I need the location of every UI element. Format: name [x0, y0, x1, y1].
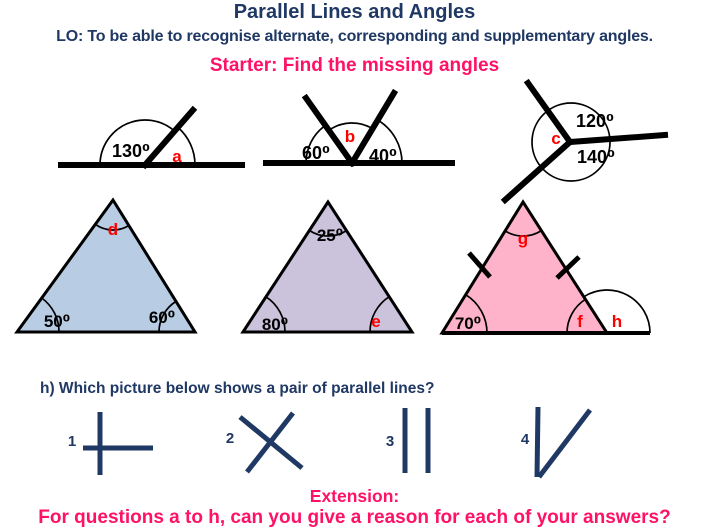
angle-label-h: h [612, 312, 622, 331]
bottom-left-arc [265, 296, 286, 333]
picture-2-x-cross: 2 [226, 411, 304, 474]
picture-number: 4 [521, 431, 530, 448]
angle-label-b: b [345, 127, 355, 146]
triangle-blue: d 50⁰ 60⁰ [14, 197, 198, 334]
picture-1-perpendicular-cross: 1 [68, 412, 153, 475]
angle-label-120: 120⁰ [576, 111, 614, 131]
exterior-arc [583, 289, 651, 334]
angle-arc-a [177, 126, 196, 166]
left-side-tick-mark [467, 251, 492, 279]
angle-label-80: 80⁰ [262, 315, 288, 334]
apex-arc [504, 229, 542, 237]
picture-number: 3 [386, 433, 394, 450]
starter-heading: Starter: Find the missing angles [209, 55, 500, 76]
triangle-pink: g 70⁰ f h [439, 199, 651, 335]
angle-label-70: 70⁰ [455, 314, 481, 333]
apex-arc [94, 223, 130, 231]
angle-arc-130 [99, 119, 176, 166]
angle-label-140: 140⁰ [577, 147, 615, 167]
angle-label-d: d [108, 220, 118, 239]
angle-label-130: 130⁰ [112, 141, 150, 161]
angle-diagram-a: 130⁰ a [58, 105, 245, 170]
vertical-line [534, 406, 541, 478]
angle-label-a: a [172, 147, 182, 166]
angle-diagram-b: 60⁰ b 40⁰ [263, 88, 455, 168]
angle-arc-60 [305, 124, 326, 164]
bottom-left-arc [41, 297, 60, 333]
bottom-right-arc [369, 295, 390, 333]
angle-label-50: 50⁰ [44, 312, 70, 331]
angle-label-40: 40⁰ [369, 146, 397, 166]
right-side-tick-mark [555, 255, 581, 280]
learning-objective: LO: To be able to recognise alternate, c… [56, 28, 653, 45]
triangle-purple: 25⁰ 80⁰ e [240, 199, 415, 334]
picture-number: 1 [68, 433, 76, 450]
bottom-left-arc [465, 293, 488, 334]
ray [140, 105, 198, 170]
triangle-shape [240, 199, 415, 334]
diagonal-line-2 [245, 411, 295, 474]
angle-diagram-c: 120⁰ c 140⁰ [500, 78, 669, 205]
picture-4-vertical-and-diagonal: 4 [521, 406, 592, 479]
angle-label-60: 60⁰ [149, 308, 175, 327]
angle-label-e: e [371, 312, 380, 331]
right-ray [566, 131, 669, 146]
triangle-shape [14, 197, 198, 334]
angle-arc-b [328, 122, 374, 131]
diagonal-line [537, 408, 592, 479]
angle-label-25: 25⁰ [317, 226, 343, 245]
angle-label-g: g [518, 229, 528, 248]
question-h: h) Which picture below shows a pair of p… [40, 380, 435, 397]
bottom-right-arc [158, 300, 177, 333]
angle-label-60: 60⁰ [302, 143, 330, 163]
interior-right-arc [566, 298, 586, 334]
upper-left-ray [523, 78, 575, 147]
picture-3-parallel-lines: 3 [386, 408, 431, 473]
picture-number: 2 [226, 430, 234, 447]
lower-left-ray [500, 137, 575, 205]
extension-heading: Extension: [309, 486, 400, 506]
angle-label-f: f [577, 312, 583, 331]
extension-question: For questions a to h, can you give a rea… [38, 507, 671, 528]
angle-label-c: c [551, 129, 560, 148]
page-title: Parallel Lines and Angles [233, 1, 476, 23]
apex-arc [308, 229, 347, 237]
angle-arc-40 [377, 119, 403, 164]
left-ray [301, 93, 357, 168]
